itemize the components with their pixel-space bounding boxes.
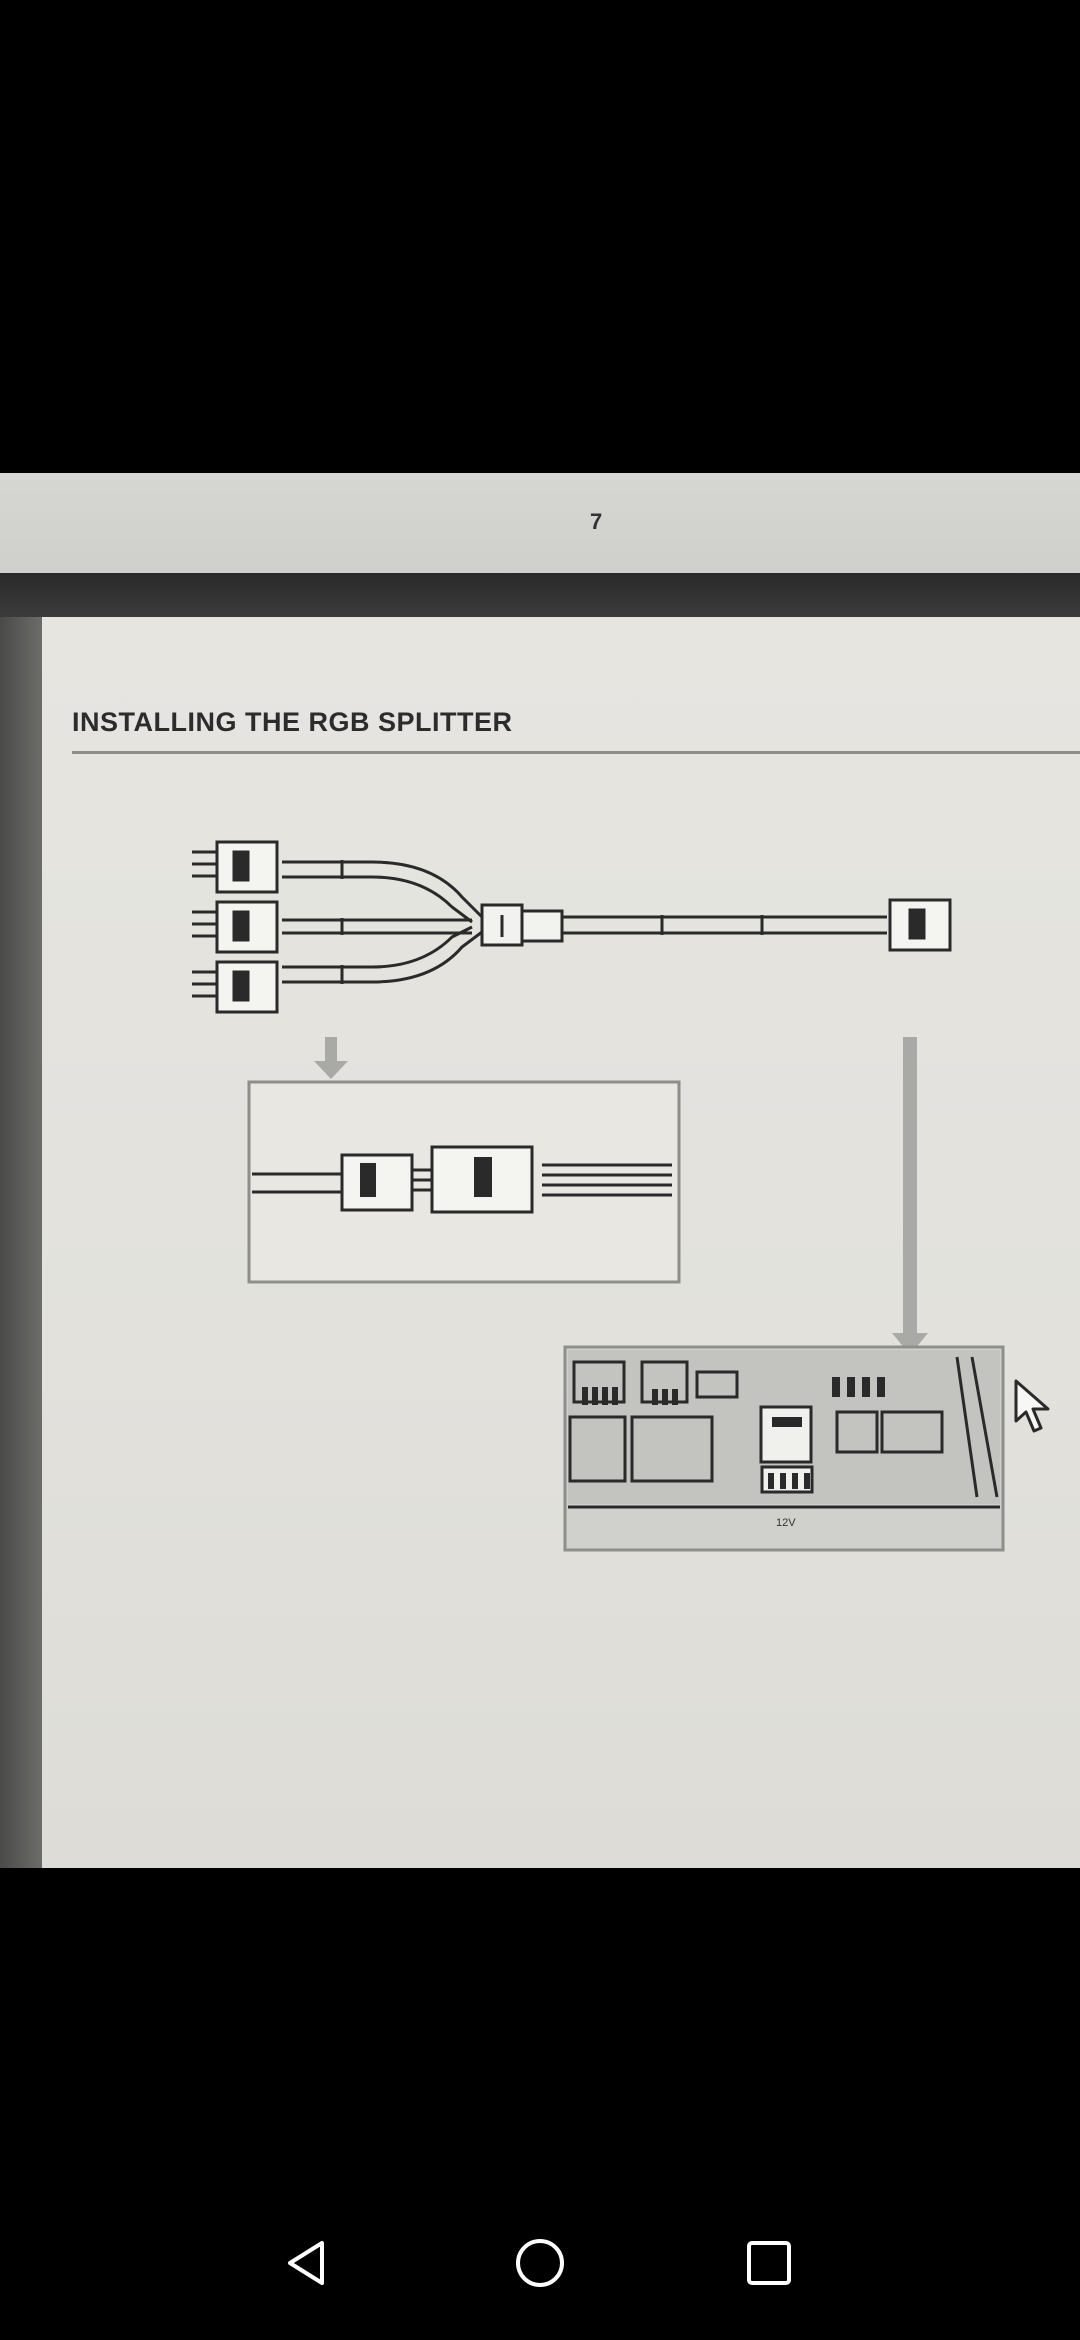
connection-detail-box	[247, 1080, 681, 1284]
square-recents-icon[interactable]	[734, 2228, 804, 2298]
splitter-connector-right	[888, 898, 952, 952]
photo-of-monitor: 7 INSTALLING THE RGB SPLITTER	[0, 473, 1080, 1868]
page-number: 7	[590, 509, 603, 534]
manual-page: INSTALLING THE RGB SPLITTER	[42, 617, 1080, 1868]
monitor-bezel-top	[0, 573, 1080, 617]
previous-page-strip: 7	[0, 473, 1080, 573]
arrow-down-right	[892, 1037, 928, 1355]
mouse-pointer-icon	[1014, 1379, 1050, 1433]
section-title: INSTALLING THE RGB SPLITTER	[72, 707, 513, 737]
arrow-down-left	[314, 1037, 348, 1079]
splitter-cable	[282, 860, 887, 984]
title-divider	[72, 751, 1080, 754]
android-navigation-bar	[0, 2200, 1080, 2340]
circle-home-icon[interactable]	[505, 2228, 575, 2298]
rgb-splitter-diagram: 12V	[192, 840, 1005, 1552]
monitor-bezel-left	[0, 617, 42, 1868]
board-voltage-label: 12V	[776, 1517, 796, 1529]
motherboard-detail: 12V	[563, 1345, 1005, 1552]
triangle-back-icon[interactable]	[272, 2228, 342, 2298]
splitter-junction	[480, 903, 564, 947]
splitter-connectors-left	[192, 840, 279, 1014]
